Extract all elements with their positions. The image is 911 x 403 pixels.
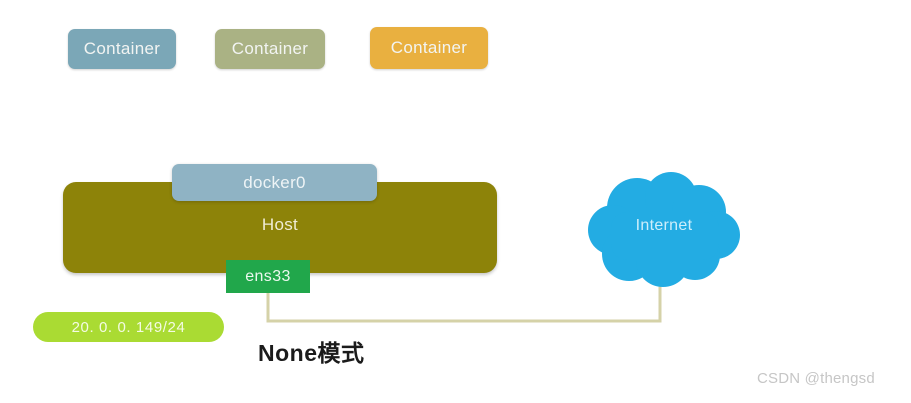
- container-block-2-label: Container: [231, 39, 309, 58]
- container-block-1: Container: [68, 29, 176, 69]
- ip-address-badge: 20. 0. 0. 149/24: [33, 312, 224, 342]
- container-block-1-label: Container: [83, 39, 161, 58]
- container-block-3-label: Container: [390, 38, 468, 57]
- docker0-bridge-block: docker0: [172, 164, 377, 201]
- cloud-icon: [588, 172, 740, 287]
- docker0-bridge-label: docker0: [243, 172, 306, 192]
- host-label: Host: [261, 215, 299, 234]
- ens33-interface-label: ens33: [245, 267, 291, 285]
- mode-caption: None模式: [258, 340, 365, 366]
- watermark-text: CSDN @thengsd: [757, 370, 875, 387]
- ip-address-label: 20. 0. 0. 149/24: [71, 318, 186, 336]
- container-block-2: Container: [215, 29, 325, 69]
- ens33-interface-block: ens33: [226, 260, 310, 293]
- container-block-3: Container: [370, 27, 488, 69]
- internet-cloud: Internet: [585, 172, 743, 287]
